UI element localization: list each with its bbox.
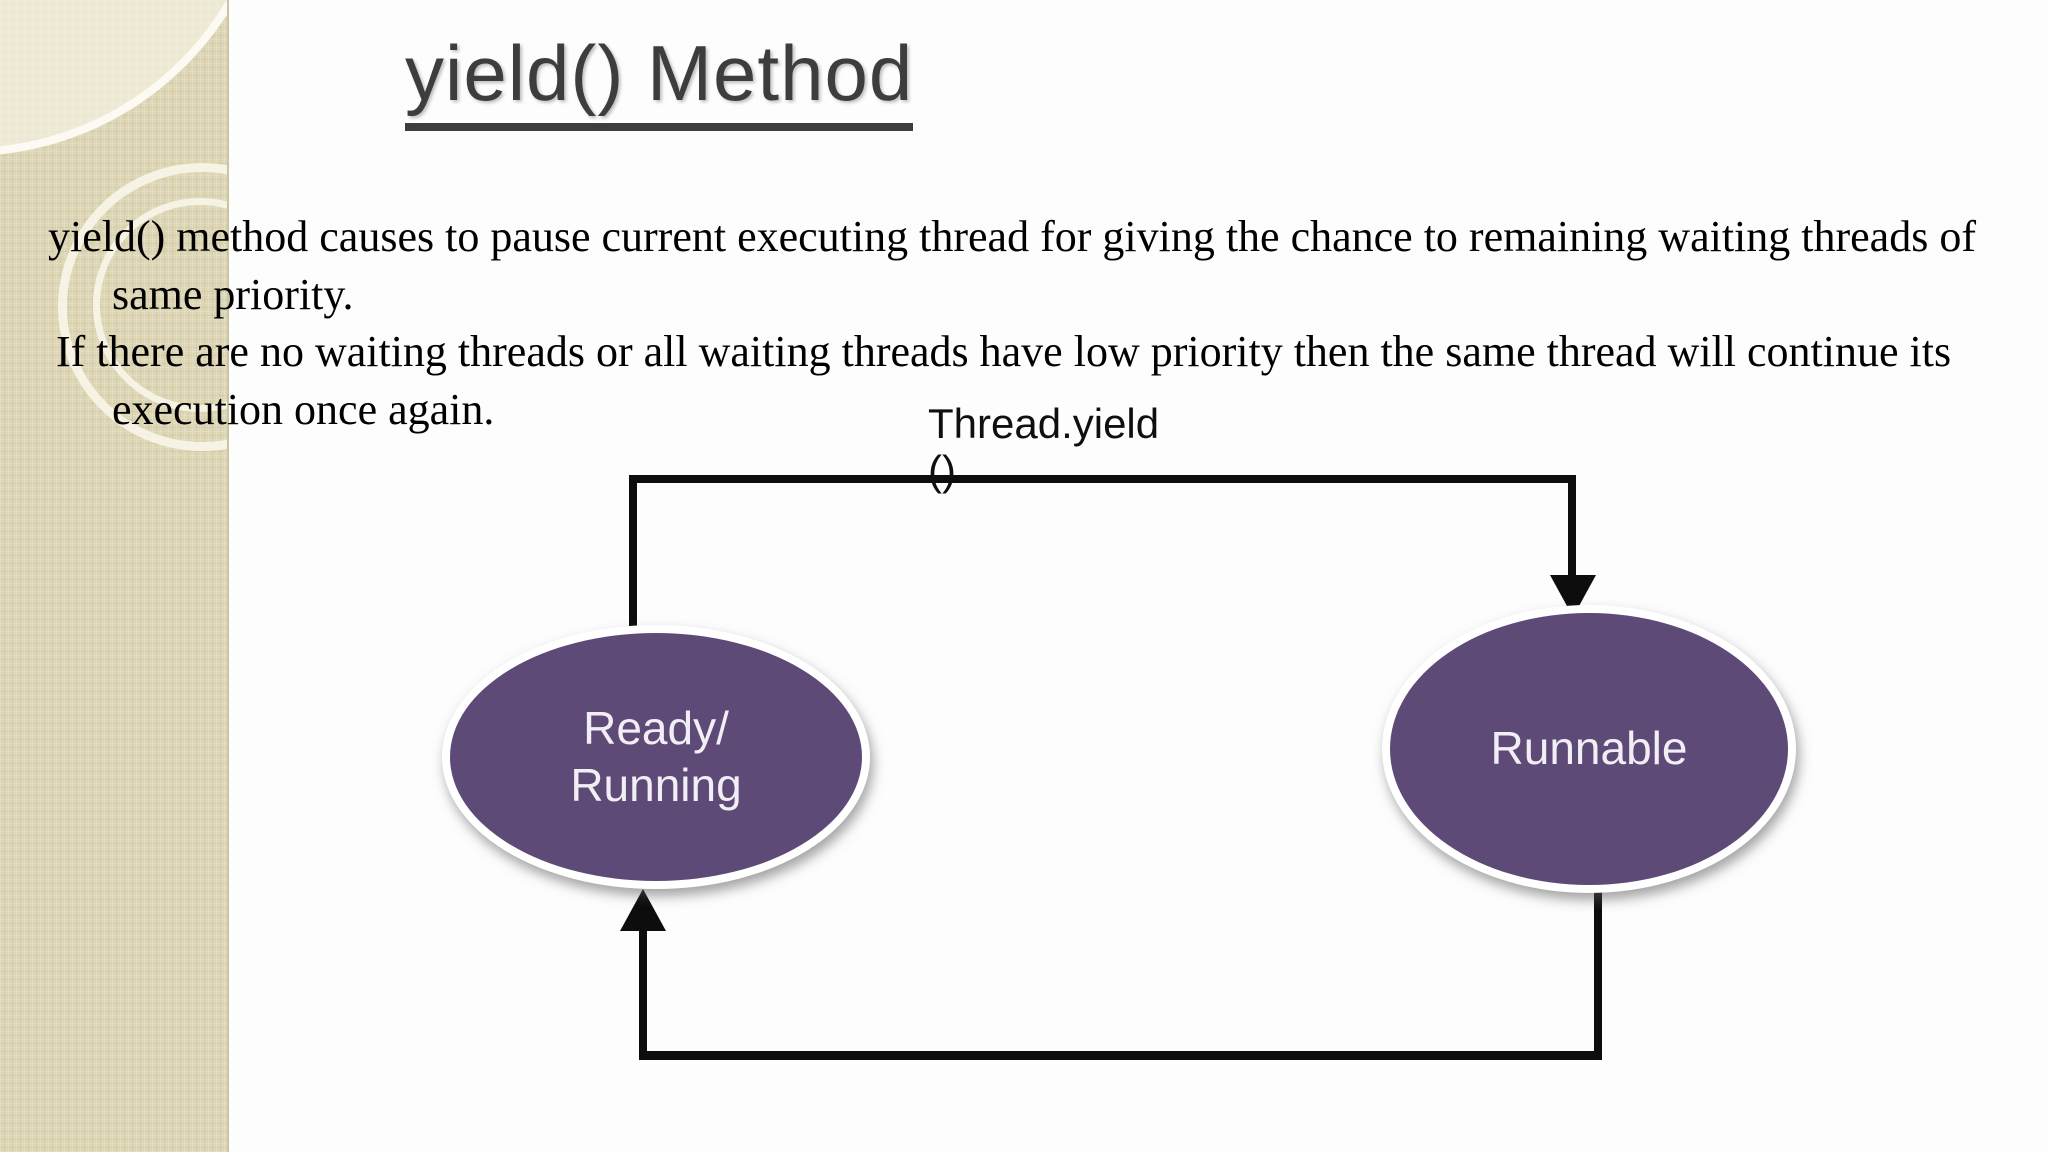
state-node-label-line2: Running <box>570 759 742 811</box>
state-node-label: Runnable <box>1490 722 1688 775</box>
thread-yield-label: Thread.yield () <box>928 400 1159 494</box>
edge-bottom-right-vertical <box>1594 878 1602 1060</box>
body-paragraph-1: yield() method causes to pause current e… <box>48 212 1976 319</box>
arrowhead-up-icon <box>620 889 666 931</box>
thread-yield-label-line2: () <box>928 447 956 494</box>
slide-body: yield() method causes to pause current e… <box>28 208 2023 439</box>
slide-title: yield() Method <box>405 28 914 131</box>
state-node-runnable: Runnable <box>1382 605 1796 893</box>
state-node-ready-running: Ready/ Running <box>442 625 870 889</box>
edge-top-horizontal <box>629 475 1576 483</box>
body-paragraph-2: If there are no waiting threads or all w… <box>56 327 1952 434</box>
edge-top-left-vertical <box>629 475 637 645</box>
edge-bottom-horizontal <box>639 1051 1602 1060</box>
edge-bottom-left-vertical <box>639 928 647 1055</box>
thread-yield-label-line1: Thread.yield <box>928 400 1160 447</box>
state-node-label-line1: Ready/ <box>583 701 729 754</box>
edge-top-right-vertical <box>1568 475 1576 583</box>
sidebar-decoration <box>0 0 229 1152</box>
